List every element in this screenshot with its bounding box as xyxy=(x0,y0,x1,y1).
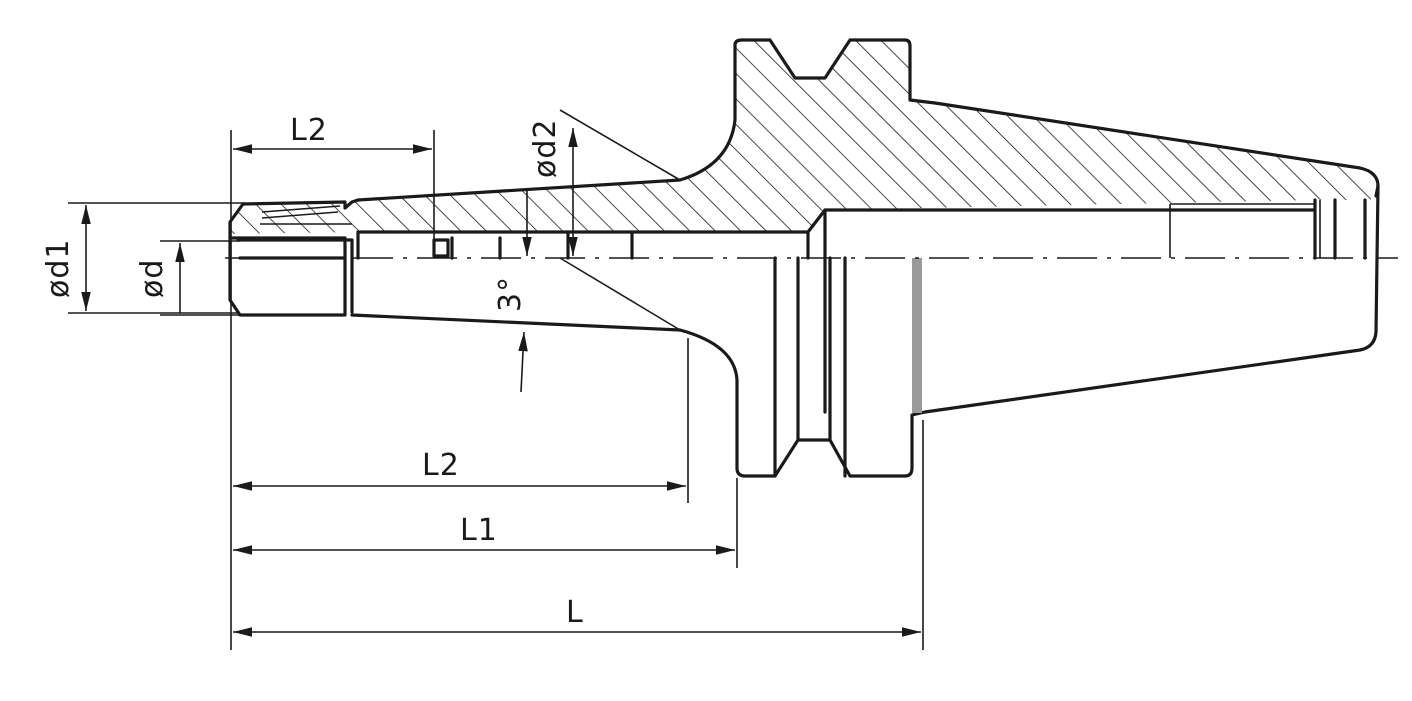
set-screw xyxy=(432,238,450,258)
label-d2: ød2 xyxy=(528,119,563,178)
collet-slits xyxy=(260,205,352,225)
inner-steps xyxy=(450,230,634,260)
lower-body-outline xyxy=(350,184,1380,478)
bore-thin-lines xyxy=(1169,200,1321,258)
section-body-hatched xyxy=(230,40,1376,258)
angle-arrow-bottom xyxy=(518,331,528,393)
flange-lines xyxy=(773,230,847,478)
leader-d2 xyxy=(559,109,681,181)
label-d: ød xyxy=(135,259,170,298)
label-l: L xyxy=(566,595,584,630)
label-l1: L1 xyxy=(460,513,498,548)
angle-leader xyxy=(559,257,681,331)
flange-shade xyxy=(912,258,922,413)
label-l2-top: L2 xyxy=(290,113,328,148)
bore-outline xyxy=(356,198,1367,260)
collet-nut-outline xyxy=(228,198,360,317)
label-angle: 3° xyxy=(493,276,528,312)
label-l2-bottom: L2 xyxy=(422,448,460,483)
collet-inner xyxy=(236,238,354,314)
upper-body-outline xyxy=(356,38,1380,202)
label-d1: ød1 xyxy=(41,239,76,298)
